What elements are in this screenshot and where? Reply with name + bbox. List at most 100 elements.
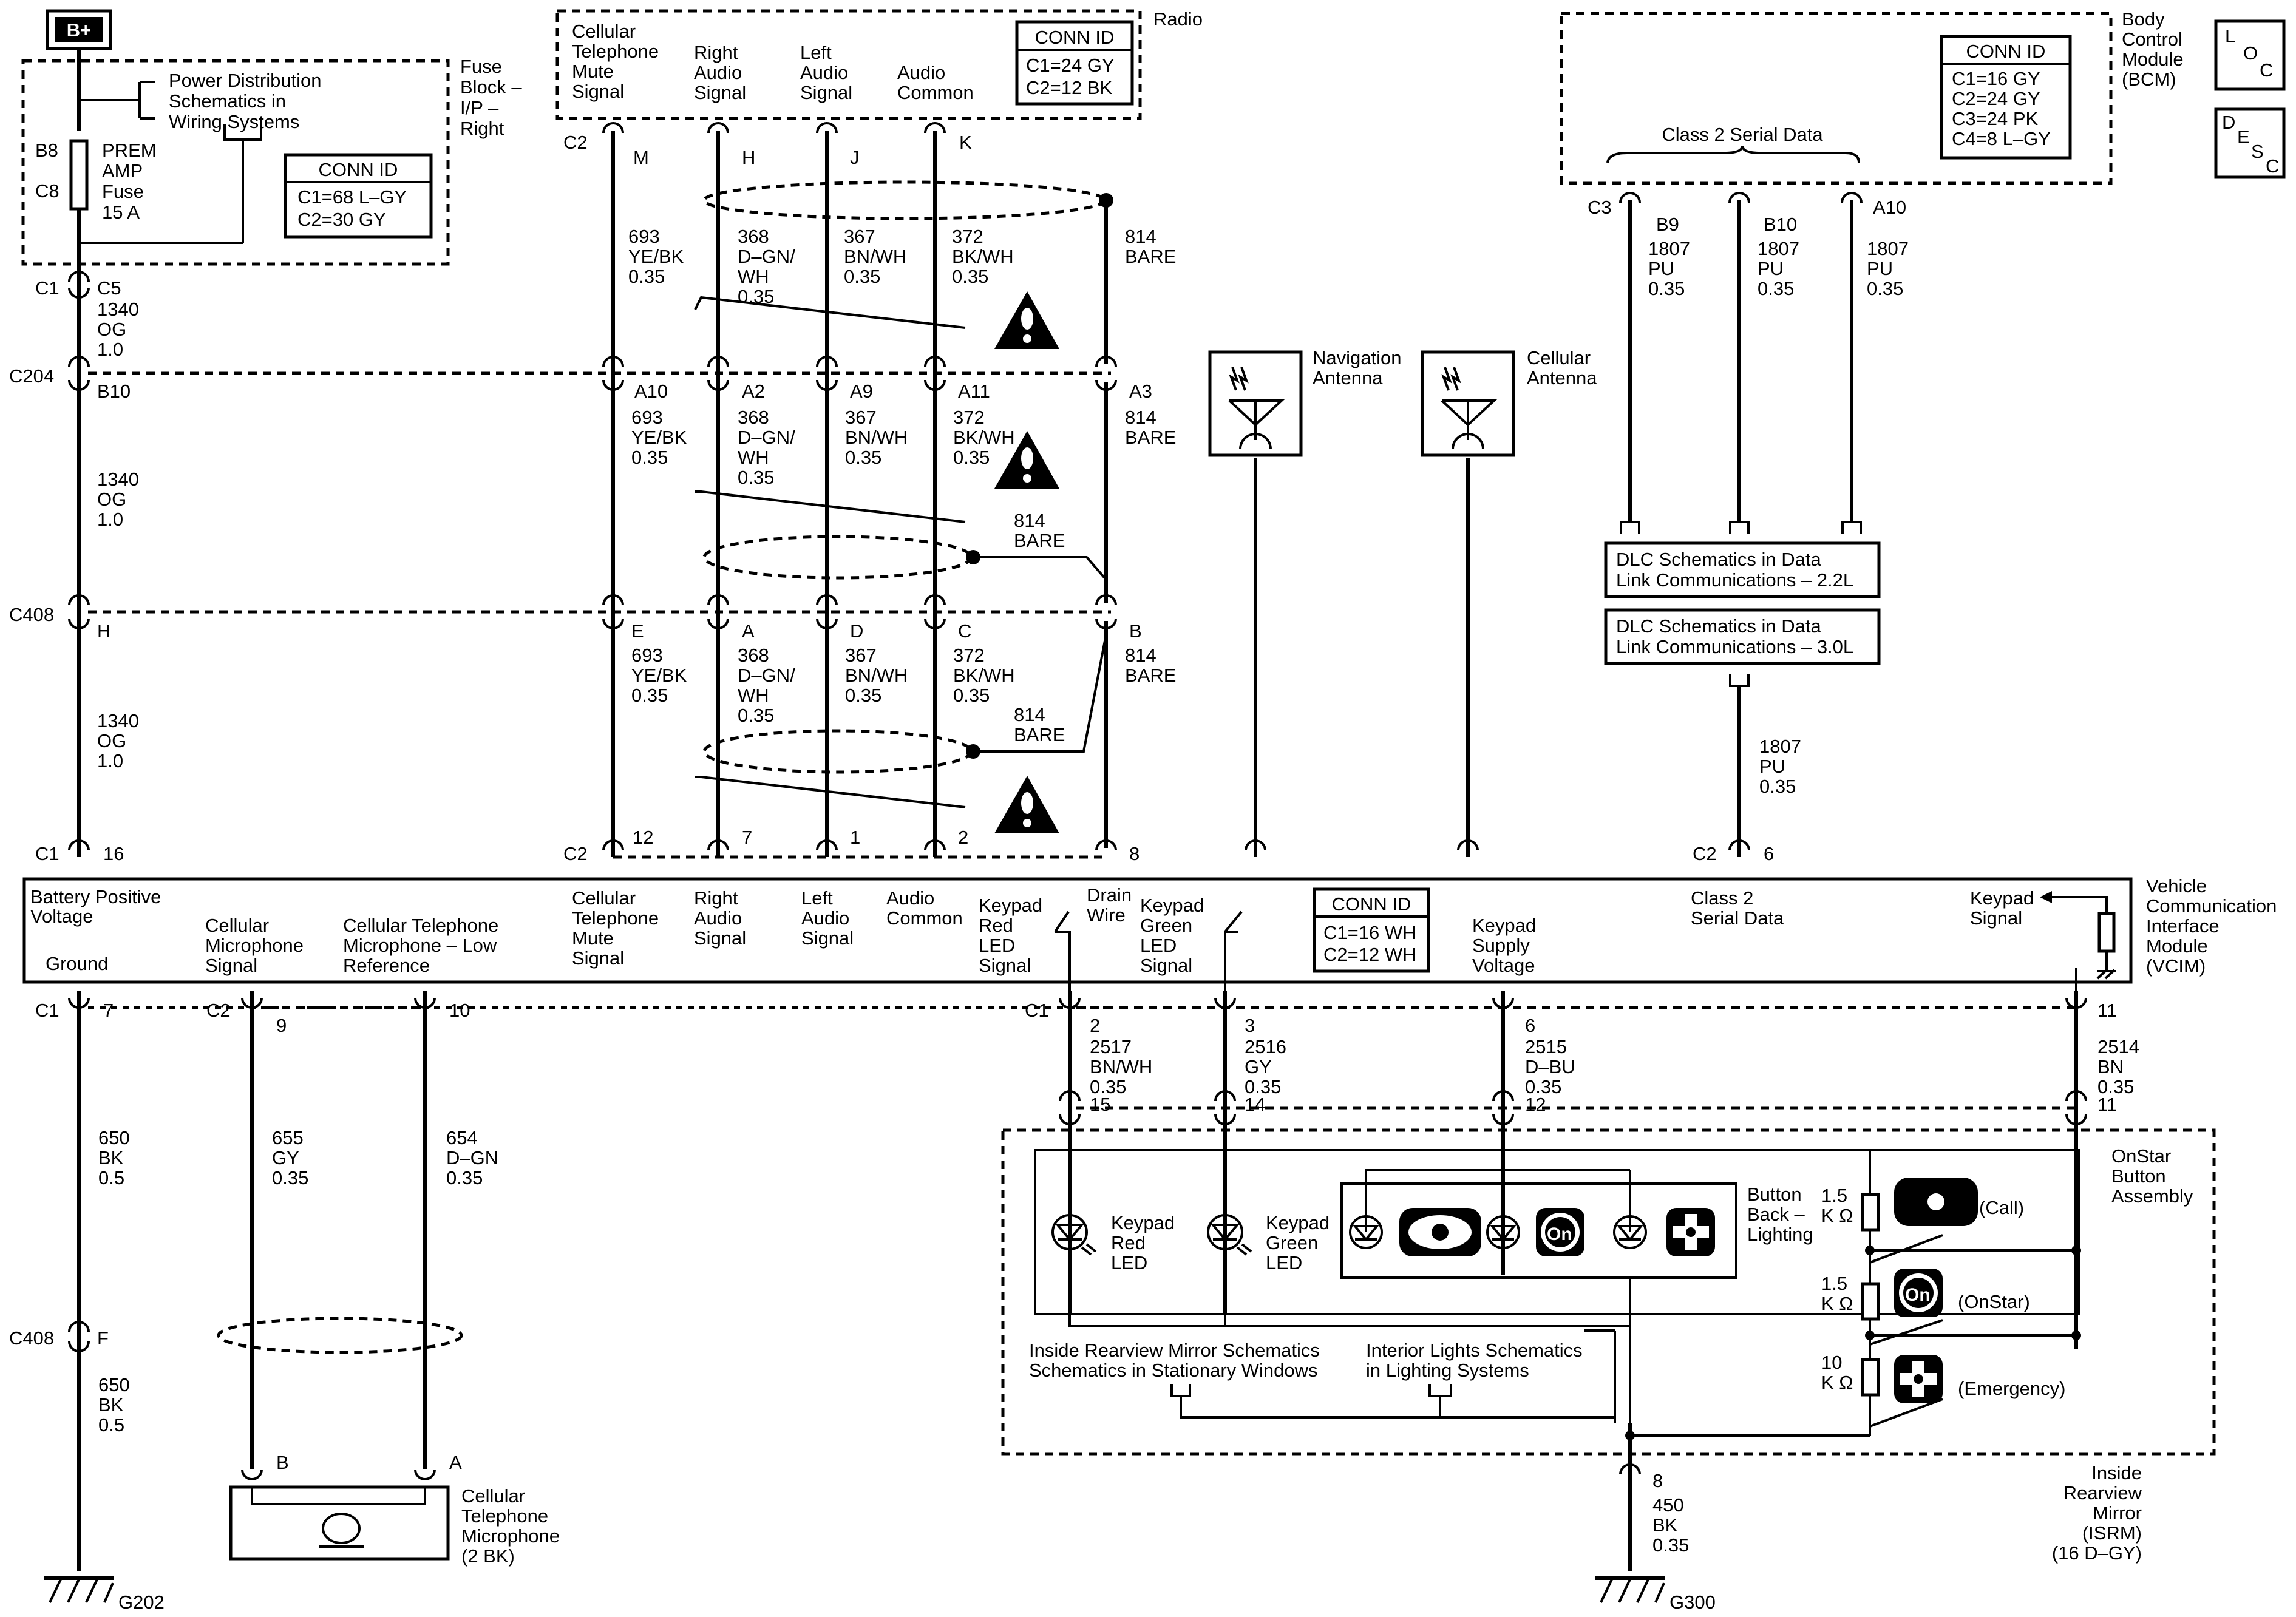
label-text: Audio (694, 62, 742, 83)
label-text: Lighting (1747, 1224, 1813, 1245)
label-text: C4=8 L–GY (1952, 128, 2051, 149)
microphone-wires (217, 991, 463, 1480)
label-text: BARE (1125, 427, 1176, 448)
radio-pin-h: H (742, 147, 755, 168)
label-text: Signal (801, 927, 854, 949)
label-text: CONN ID (319, 159, 398, 180)
label-text: 814 (1125, 645, 1156, 666)
label-text: Signal (205, 955, 257, 976)
shield-1 (702, 180, 1107, 220)
label-text: 693 (628, 226, 660, 247)
label-text: Signal (1140, 955, 1192, 976)
label-text: LED (1140, 935, 1177, 956)
label-text: 0.35 (1090, 1076, 1126, 1097)
radio-pin-m: M (633, 147, 649, 168)
label-text: Control (2122, 29, 2182, 50)
label-text: 0.35 (272, 1167, 308, 1188)
label-text: OG (97, 319, 126, 340)
label-text: 15 (1090, 1094, 1110, 1115)
label-text: D–GN/ (738, 427, 795, 448)
label-text: Audio (897, 62, 945, 83)
label-text: Interface (2146, 915, 2220, 937)
label-text: 12 (1525, 1094, 1546, 1115)
label-text: Audio (800, 62, 848, 83)
label-text: CONN ID (1035, 27, 1115, 48)
emergency-button-icon (1894, 1355, 1943, 1403)
ground-wire-450 (1619, 1423, 1641, 1571)
label-text: PU (1759, 756, 1785, 777)
fuse-block-conn-id: CONN ID C1=68 L–GY C2=30 GY (284, 153, 433, 239)
label-text: 814 (1014, 510, 1045, 531)
label-text: Cellular (205, 915, 269, 936)
label-text: 367 (844, 226, 875, 247)
label-text: YE/BK (628, 246, 684, 267)
conn-c5-fuse: C5 (97, 277, 121, 299)
label-text: BN (2097, 1056, 2124, 1077)
label-text: BARE (1014, 530, 1065, 551)
label-text: OG (97, 489, 126, 510)
call-button-icon (1894, 1178, 1978, 1226)
label-text: 814 (1125, 226, 1156, 247)
call-button-icon (1399, 1208, 1481, 1256)
radio-pin-k: K (959, 132, 972, 153)
conn-c408-h: H (97, 620, 110, 642)
label-text: 1.0 (97, 750, 123, 771)
conn-c204-b10: B10 (97, 381, 131, 402)
prem-amp-fuse (69, 139, 89, 211)
label-text: BK/WH (952, 246, 1014, 267)
label-text: 0.35 (2097, 1076, 2134, 1097)
label-text: 9 (276, 1015, 287, 1036)
label-text: C1=16 WH (1323, 922, 1416, 943)
label-text: C1=68 L–GY (297, 186, 407, 208)
label-text: Common (886, 907, 963, 929)
label-text: 0.35 (845, 447, 881, 468)
label-text: 372 (953, 645, 985, 666)
label-text: Right (694, 42, 738, 63)
label-text: Common (897, 82, 974, 103)
label-text: 0.35 (1758, 278, 1794, 299)
label-text: 654 (446, 1127, 478, 1148)
label-text: AMP (102, 160, 143, 181)
label-text: BARE (1014, 724, 1065, 745)
label-text: 0.5 (98, 1167, 124, 1188)
label-text: Button (2111, 1165, 2166, 1187)
label-text: Telephone (572, 41, 659, 62)
label-text: S (2251, 141, 2264, 162)
radio-pin-j: J (850, 147, 860, 168)
bcm-pin-b10: B10 (1764, 214, 1797, 235)
label-text: D (850, 620, 863, 642)
fuse-pin-b8: B8 (35, 140, 58, 161)
label-text: Microphone (205, 935, 304, 956)
label-text: Keypad (1111, 1212, 1175, 1233)
label-text: Red (1111, 1232, 1146, 1253)
label-text: Signal (694, 82, 746, 103)
label-text: 0.35 (953, 685, 990, 706)
label-text: L (2225, 25, 2235, 47)
battery-positive: B+ (46, 9, 112, 50)
onstar-button-label: (OnStar) (1958, 1291, 2030, 1312)
label-text: C2=30 GY (297, 209, 386, 230)
label-text: 0.35 (1648, 278, 1685, 299)
class2-wires (1619, 192, 1863, 857)
label-text: (ISRM) (2082, 1522, 2142, 1544)
label-text: YE/BK (631, 427, 687, 448)
label-text: 0.35 (738, 705, 774, 726)
label-text: 372 (952, 226, 983, 247)
label-text: Schematics in (169, 90, 286, 112)
label-text: 7 (103, 1000, 114, 1021)
label-text: 0.35 (628, 266, 665, 287)
label-text: Signal (1970, 907, 2022, 929)
